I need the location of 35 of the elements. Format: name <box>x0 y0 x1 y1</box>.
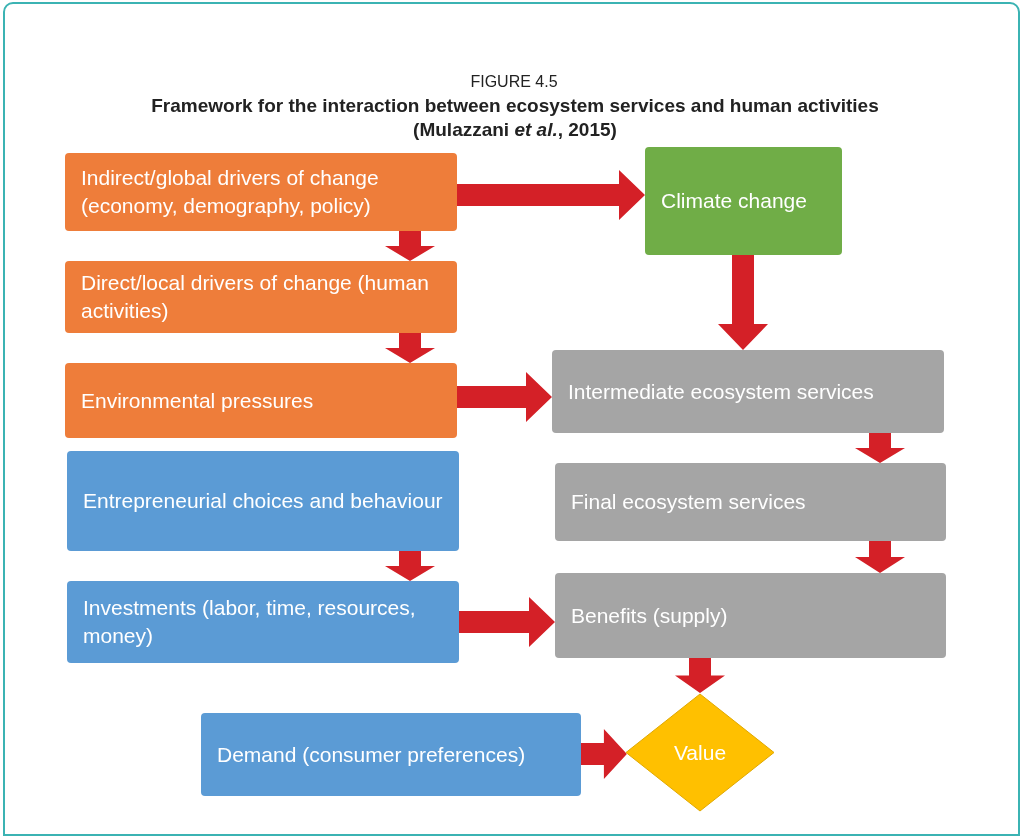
box-label: Demand (consumer preferences) <box>217 741 526 768</box>
box-label: Indirect/global drivers of change (economy, demography, policy) <box>81 165 380 219</box>
box-label: Entrepreneurial choices and behaviour <box>83 488 443 514</box>
block-arrow <box>855 541 905 573</box>
block-arrow <box>457 170 645 220</box>
figure-number: FIGURE 4.5 <box>469 72 559 92</box>
block-arrow <box>385 231 435 261</box>
box-label: Benefits (supply) <box>571 602 728 629</box>
process-box <box>645 147 842 255</box>
block-arrow <box>855 433 905 463</box>
process-box <box>555 573 946 658</box>
box-label: Final ecosystem services <box>571 489 806 515</box>
block-arrow <box>457 372 552 422</box>
box-label: Climate change <box>661 188 807 214</box>
block-arrow <box>459 597 555 647</box>
figure-title: Framework for the interaction between ecosystem services and human activities (Mulazzani et al., 2015) <box>150 94 880 142</box>
process-box <box>67 581 459 663</box>
box-label: Intermediate ecosystem services <box>568 378 874 405</box>
process-box <box>555 463 946 541</box>
process-box <box>201 713 581 796</box>
process-box <box>552 350 944 433</box>
block-arrow <box>581 729 627 779</box>
box-label: Investments (labor, time, resources, money) <box>83 595 417 649</box>
block-arrow <box>385 333 435 363</box>
process-box <box>65 261 457 333</box>
block-arrow <box>675 658 725 693</box>
process-box <box>65 153 457 231</box>
block-arrow <box>718 255 768 350</box>
process-box <box>65 363 457 438</box>
process-box <box>67 451 459 551</box>
box-label: Direct/local drivers of change (human activities) <box>81 270 430 324</box>
box-label: Environmental pressures <box>81 387 314 414</box>
decision-diamond <box>625 693 775 812</box>
box-label: Value <box>673 739 727 766</box>
block-arrow <box>385 551 435 581</box>
